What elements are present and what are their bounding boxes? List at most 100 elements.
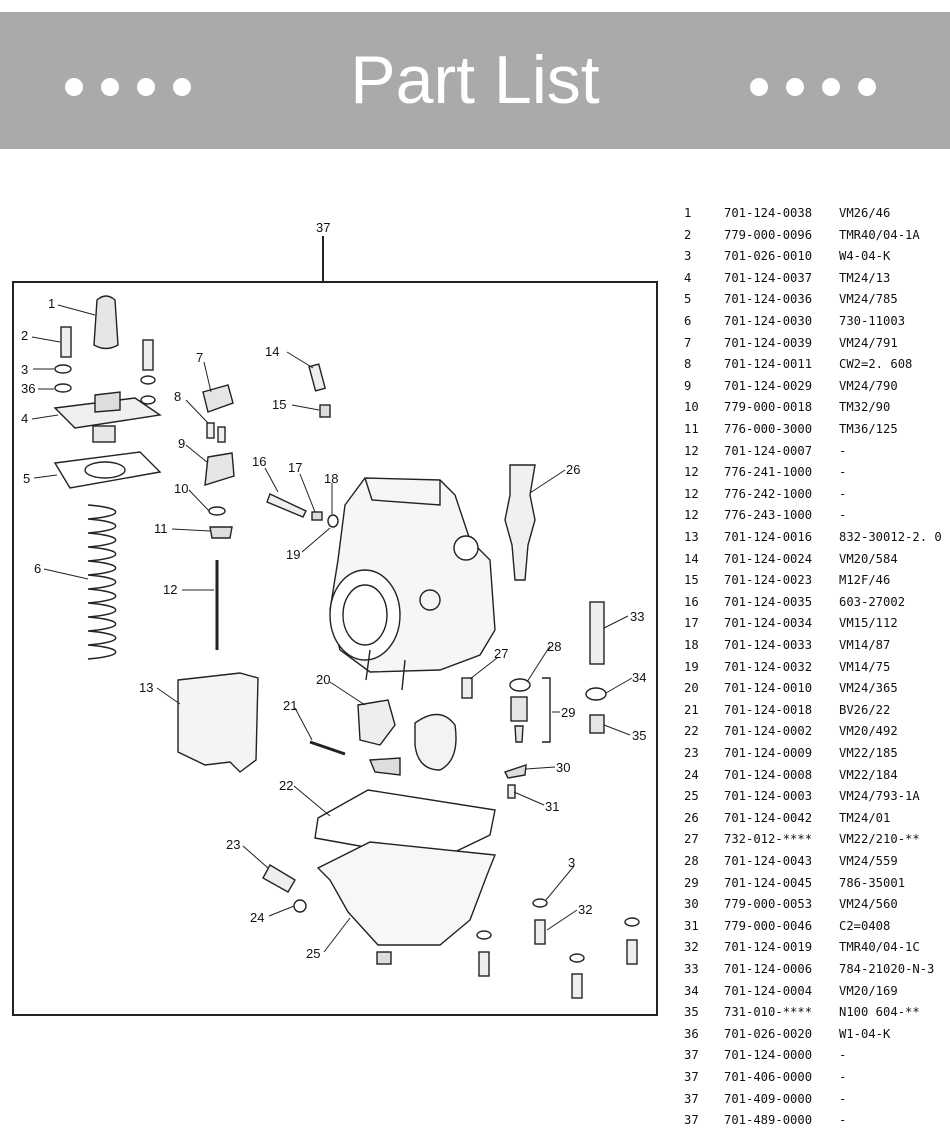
part-number: 26 <box>684 810 699 825</box>
part-choke-plunger <box>504 464 536 581</box>
part-washer <box>585 687 607 701</box>
part-reference: VM20/492 <box>839 724 898 739</box>
part-reference: BV26/22 <box>839 702 891 717</box>
part-number: 20 <box>684 681 699 696</box>
part-washer <box>54 383 72 393</box>
part-reference: VM24/793-1A <box>839 789 920 804</box>
dot <box>822 78 840 96</box>
part-reference: TMR40/04-1A <box>839 227 920 242</box>
part-cap <box>93 295 119 350</box>
part-number: 27 <box>684 832 699 847</box>
part-number: 2 <box>684 227 692 242</box>
part-number: 10 <box>684 400 699 415</box>
part-reference: W1-04-K <box>839 1026 891 1041</box>
part-code: 701-124-0016 <box>724 530 813 544</box>
part-code: 779-000-0053 <box>724 897 813 912</box>
part-screw <box>478 951 490 977</box>
part-reference: CW2=2. 608 <box>839 357 913 372</box>
part-number: 35 <box>684 1005 699 1020</box>
part-code: 701-026-0020 <box>724 1026 813 1041</box>
part-float-gasket <box>314 789 496 861</box>
part-screw <box>60 326 72 358</box>
part-code: 731-010-**** <box>724 1005 813 1020</box>
part-reference: W4-04-K <box>839 249 891 264</box>
part-code: 701-124-0011 <box>724 357 813 372</box>
part-code: 776-241-1000 <box>724 465 813 480</box>
part-number: 28 <box>684 854 699 868</box>
part-number: 17 <box>684 616 699 631</box>
part-code: 701-124-0038 <box>724 206 813 220</box>
part-number: 8 <box>684 357 692 372</box>
callout-37: 37 <box>316 220 330 235</box>
part-reference: VM14/75 <box>839 659 891 674</box>
part-choke-tube <box>589 601 605 665</box>
part-drain-screw <box>262 864 296 893</box>
part-reference: C2=0408 <box>839 918 891 933</box>
part-reference: - <box>839 508 847 523</box>
part-gasket <box>53 451 162 489</box>
dot <box>786 78 804 96</box>
part-reference: VM24/559 <box>839 854 898 868</box>
part-screw <box>507 784 516 799</box>
callout-31: 31 <box>545 799 559 814</box>
part-reference: - <box>839 443 847 458</box>
part-number: 4 <box>684 270 692 285</box>
part-code: 779-000-0096 <box>724 227 813 242</box>
part-washer <box>624 917 640 927</box>
part-number: 33 <box>684 962 699 976</box>
exploded-carburetor-diagram: 37 1 2 3 36 4 5 6 7 8 9 10 11 12 13 14 1… <box>12 220 658 1016</box>
part-number: 7 <box>684 335 692 350</box>
callout-27: 27 <box>494 646 508 661</box>
bracket-29 <box>542 677 551 743</box>
part-number: 37 <box>684 1070 699 1084</box>
part-screw <box>308 363 327 392</box>
dot <box>858 78 876 96</box>
part-reference: VM24/560 <box>839 897 898 912</box>
callout-10: 10 <box>174 481 188 496</box>
part-number: 3 <box>684 249 692 264</box>
part-nut <box>319 404 331 418</box>
part-code: 701-124-0006 <box>724 962 813 976</box>
part-number: 9 <box>684 378 692 393</box>
part-code: 701-124-0008 <box>724 767 813 782</box>
callout-15: 15 <box>272 397 286 412</box>
part-code: 701-124-0036 <box>724 292 813 307</box>
part-plate-stem <box>92 425 116 443</box>
part-number: 36 <box>684 1026 699 1041</box>
callout-6: 6 <box>34 561 41 576</box>
callout-33: 33 <box>630 609 644 624</box>
part-needle-tip <box>514 725 524 743</box>
part-reference: - <box>839 1091 847 1106</box>
part-float-arm <box>368 757 401 776</box>
part-reference: M12F/46 <box>839 573 891 588</box>
part-code: 732-012-**** <box>724 832 813 847</box>
part-code: 776-242-1000 <box>724 486 813 501</box>
decorative-dots-right <box>750 78 880 98</box>
part-code: 701-124-0003 <box>724 789 813 804</box>
callout-20: 20 <box>316 672 330 687</box>
callout-25: 25 <box>306 946 320 961</box>
part-number: 23 <box>684 746 699 760</box>
part-number: 11 <box>684 422 699 436</box>
part-code: 701-026-0010 <box>724 249 813 264</box>
part-needle-jet <box>461 677 473 699</box>
part-number: 16 <box>684 594 699 609</box>
part-code: 701-124-0019 <box>724 940 813 955</box>
part-spring <box>87 504 117 660</box>
part-float-bowl <box>316 841 496 946</box>
part-washer <box>532 898 548 908</box>
part-washer <box>509 678 531 692</box>
callout-13: 13 <box>139 680 153 695</box>
part-reference: TM24/01 <box>839 810 891 825</box>
part-reference: N100 604-** <box>839 1005 920 1020</box>
part-number: 32 <box>684 940 699 955</box>
part-reference: VM26/46 <box>839 206 891 220</box>
part-reference: - <box>839 465 847 480</box>
part-screw <box>206 422 215 439</box>
part-washer <box>476 930 492 940</box>
callout-5: 5 <box>23 471 30 486</box>
decorative-dots-left <box>65 78 195 98</box>
callout-24: 24 <box>250 910 264 925</box>
part-code: 701-124-0045 <box>724 875 813 890</box>
part-number: 6 <box>684 314 692 328</box>
